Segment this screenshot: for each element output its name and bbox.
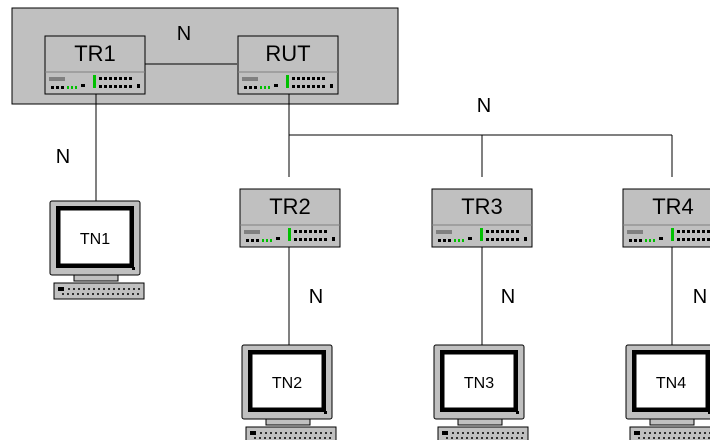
router-tr4: TR4 [622, 188, 710, 248]
link-label-tr3-tn3: N [501, 286, 515, 308]
router-rut: RUT [237, 35, 339, 95]
link-label-tr2-tn2: N [309, 286, 323, 308]
terminal-label: TN3 [464, 375, 494, 392]
terminal-label: TN1 [80, 231, 110, 248]
computer-terminal-icon [49, 200, 145, 300]
terminal-tn3: TN3 [433, 344, 529, 440]
router-label: TR2 [269, 194, 311, 219]
link-label-tr1-tn1: N [56, 146, 70, 168]
computer-terminal-icon [241, 344, 337, 440]
router-label: RUT [265, 41, 310, 66]
terminal-label: TN4 [656, 375, 686, 392]
router-tr1: TR1 [44, 35, 146, 95]
router-label: TR3 [461, 194, 503, 219]
computer-terminal-icon [433, 344, 529, 440]
terminal-tn4: TN4 [625, 344, 710, 440]
link-label-tr4-tn4: N [693, 286, 707, 308]
terminal-tn1: TN1 [49, 200, 145, 300]
link-label-rut-bus: N [477, 95, 491, 117]
connections [95, 63, 673, 345]
router-tr2: TR2 [239, 188, 341, 248]
router-tr3: TR3 [431, 188, 533, 248]
link-label-tr1-rut: N [177, 23, 191, 45]
terminal-label: TN2 [272, 375, 302, 392]
router-label: TR4 [652, 194, 694, 219]
router-label: TR1 [74, 41, 116, 66]
computer-terminal-icon [625, 344, 710, 440]
terminal-tn2: TN2 [241, 344, 337, 440]
